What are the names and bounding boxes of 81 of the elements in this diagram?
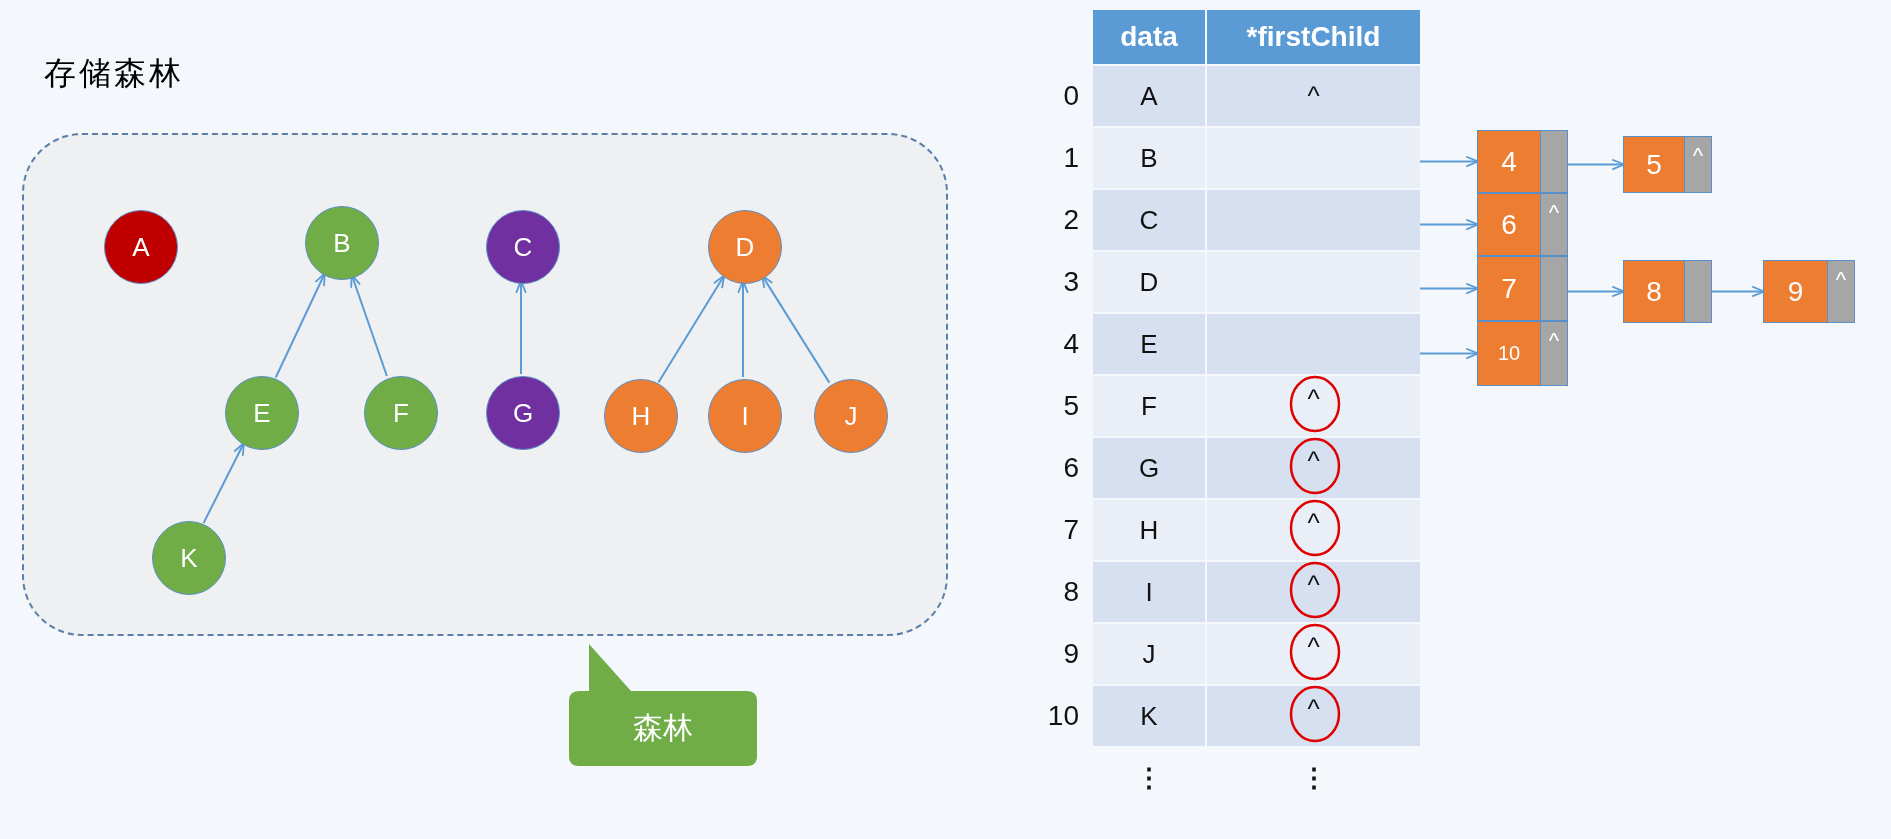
table-cell: H [1093, 500, 1205, 560]
pointer-cell: ^ [1540, 194, 1567, 255]
table-cell: ^ [1207, 686, 1420, 746]
table-cell [1207, 252, 1420, 312]
forest-frame [22, 133, 948, 636]
table-cell: J [1093, 624, 1205, 684]
table-cell: F [1093, 376, 1205, 436]
list-node [1477, 193, 1568, 256]
arrow [202, 442, 245, 524]
tree-node: H [604, 379, 678, 453]
node-value: 9 [1764, 261, 1827, 322]
ellipsis-mark: ⋮ [1299, 761, 1328, 795]
arrow [274, 272, 326, 379]
table-cell: C [1093, 190, 1205, 250]
table-cell [1207, 128, 1420, 188]
table-cell: E [1093, 314, 1205, 374]
table-cell: K [1093, 686, 1205, 746]
table-cell: D [1093, 252, 1205, 312]
list-node [1623, 260, 1712, 323]
pointer-cell: ^ [1827, 261, 1854, 322]
row-index: 6 [1062, 451, 1080, 485]
bubble-text: 森林 [632, 709, 694, 747]
table-cell: ^ [1207, 624, 1420, 684]
arrow [761, 274, 831, 384]
arrow [1419, 347, 1480, 360]
node-value: 7 [1478, 257, 1540, 320]
table-cell: B [1093, 128, 1205, 188]
tree-node: K [152, 521, 226, 595]
table-cell: ^ [1207, 438, 1420, 498]
node-value: 10 [1478, 322, 1540, 385]
list-node [1477, 130, 1568, 193]
tree-node: G [486, 376, 560, 450]
tree-node: B [305, 206, 379, 280]
table-cell [1207, 314, 1420, 374]
node-value: 8 [1624, 261, 1684, 322]
arrow [1419, 218, 1480, 231]
table-cell: ^ [1207, 66, 1420, 126]
tree-node: D [708, 210, 782, 284]
row-index: 7 [1062, 513, 1080, 547]
row-index: 8 [1062, 575, 1080, 609]
list-node [1623, 136, 1712, 193]
arrow [1711, 285, 1766, 298]
node-value: 5 [1624, 137, 1684, 192]
tree-node: F [364, 376, 438, 450]
tree-node: I [708, 379, 782, 453]
arrow [657, 274, 726, 384]
table-cell: A [1093, 66, 1205, 126]
row-index: 1 [1062, 141, 1080, 175]
row-index: 5 [1062, 389, 1080, 423]
row-index: 0 [1062, 79, 1080, 113]
row-index: 3 [1062, 265, 1080, 299]
arrow [1419, 282, 1480, 295]
tree-node: J [814, 379, 888, 453]
arrow [1419, 155, 1480, 168]
row-index: 10 [1046, 699, 1080, 733]
table-cell [1207, 190, 1420, 250]
pointer-cell: ^ [1684, 137, 1711, 192]
tree-node: A [104, 210, 178, 284]
node-value: 6 [1478, 194, 1540, 255]
row-index: 4 [1062, 327, 1080, 361]
table-cell: I [1093, 562, 1205, 622]
tree-node: C [486, 210, 560, 284]
row-index: 2 [1062, 203, 1080, 237]
row-index: 9 [1062, 637, 1080, 671]
table-cell: ^ [1207, 376, 1420, 436]
tree-node: E [225, 376, 299, 450]
table-cell: ^ [1207, 500, 1420, 560]
list-node [1763, 260, 1855, 323]
table-cell: ^ [1207, 562, 1420, 622]
arrow [1567, 285, 1626, 298]
list-node [1477, 256, 1568, 321]
pointer-cell: ^ [1540, 322, 1567, 385]
header-cell: data [1093, 10, 1205, 64]
node-value: 4 [1478, 131, 1540, 192]
header-cell: *firstChild [1207, 10, 1420, 64]
list-node [1477, 321, 1568, 386]
table-cell: G [1093, 438, 1205, 498]
arrow [1567, 158, 1626, 171]
ellipsis-mark: ⋮ [1135, 761, 1163, 795]
speech-bubble [569, 644, 757, 766]
title: 存储森林 [44, 53, 184, 94]
